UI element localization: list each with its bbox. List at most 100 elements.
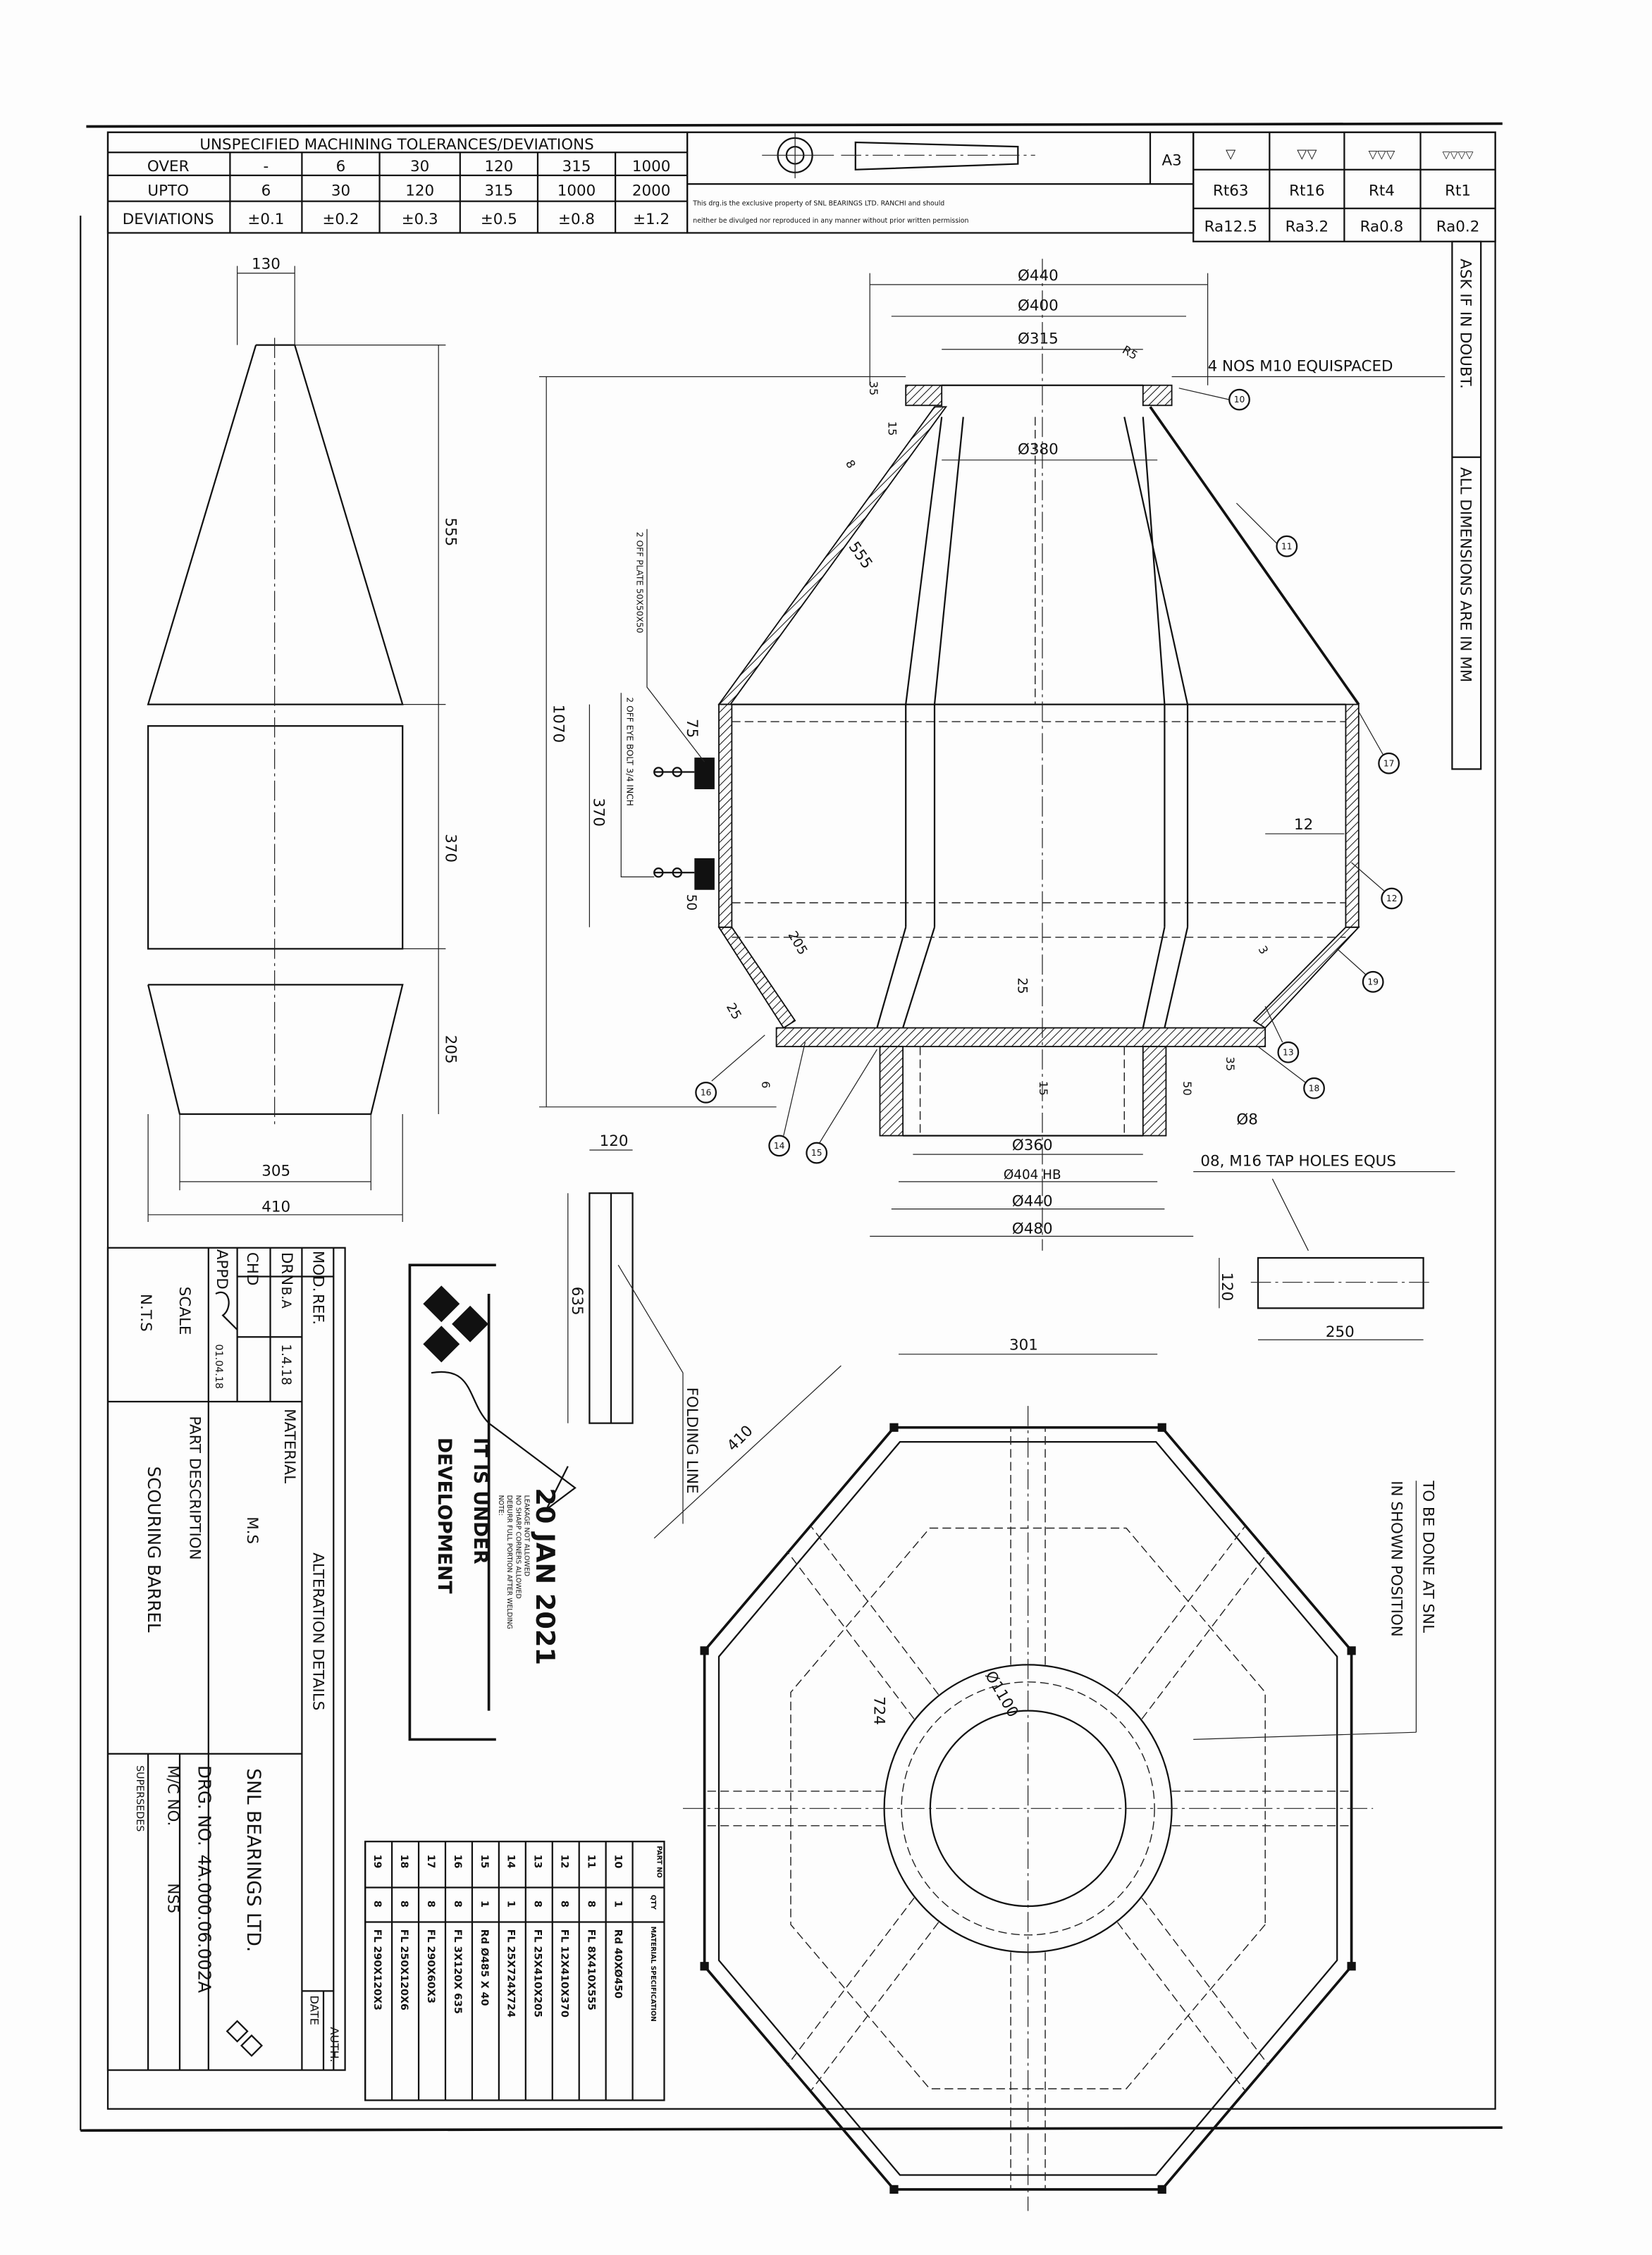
upto-value: 6 [261, 182, 271, 199]
parts-cell: FL 250X120X6 [398, 1929, 409, 2010]
over-value: - [264, 158, 269, 175]
octagon-inner [717, 1440, 1338, 2176]
rt-value: Rt16 [1289, 182, 1325, 199]
mc-no-label: M/C NO. [164, 1765, 182, 1826]
projection-block: A3 This drg.is the exclusive property of… [686, 131, 1195, 234]
dim-cylinder-370: 370 [590, 798, 608, 827]
dim-top-width: 130 [252, 255, 281, 273]
parts-cell: FL 3X120X 635 [452, 1929, 463, 2014]
material-value: M.S [243, 1516, 261, 1544]
tolerance-table: UNSPECIFIED MACHINING TOLERANCES/DEVIATI… [106, 131, 689, 234]
eye-bolt-icon [653, 758, 715, 890]
upto-value: 2000 [632, 182, 670, 199]
scale-value: N.T.S [137, 1294, 154, 1332]
development-stamp: 20 JAN 2021 IT IS UNDER DEVELOPMENT NOTE… [408, 1264, 577, 1741]
corner-weld [1347, 1962, 1356, 1971]
dim-301: 301 [1009, 1337, 1038, 1354]
drn-label: DRN [278, 1252, 295, 1285]
part-balloons: 10 11 17 12 19 13 18 16 14 15 [695, 388, 1403, 1164]
radial-rib [787, 1897, 915, 2066]
snl-logo [226, 2020, 264, 2057]
balloon: 16 [701, 1087, 712, 1097]
parts-cell: 8 [586, 1901, 597, 1908]
drawing-frame [80, 122, 1503, 2132]
part-description: SCOURING BARREL [144, 1466, 164, 1633]
deviation-value: ±0.5 [481, 211, 517, 228]
dimensions-in-mm-note: ALL DIMENSIONS ARE IN MM [1457, 467, 1474, 682]
rt-value: Rt4 [1369, 182, 1395, 199]
section-view: Ø440 Ø400 Ø315 R5 4 NOS M10 EQUISPACED Ø… [538, 259, 1455, 1251]
drawn-by: B.A [278, 1287, 293, 1309]
parts-cell: 8 [559, 1901, 570, 1908]
balloon: 12 [1386, 894, 1398, 903]
upto-value: 1000 [557, 182, 596, 199]
radial-rib [1116, 1922, 1245, 2091]
dim-bottom-height: 205 [441, 1035, 459, 1064]
part-description-label: PART DESCRIPTION [185, 1416, 203, 1559]
balloon: 11 [1281, 541, 1293, 551]
roughness-symbol: ▽▽▽ [1369, 147, 1395, 161]
plate-note: 2 OFF PLATE 50X50X50 [635, 532, 645, 634]
over-value: 30 [410, 158, 429, 175]
folding-line-note: FOLDING LINE [683, 1388, 701, 1494]
dim-25-b: 25 [1014, 977, 1029, 994]
approval-signature [215, 1291, 238, 1330]
dim-d380: Ø380 [1018, 441, 1059, 459]
parts-cell: 8 [398, 1901, 409, 1908]
elevation-view: 130 555 370 205 305 410 [147, 255, 459, 1222]
corner-weld [700, 1962, 709, 1971]
dim-410: 410 [724, 1422, 757, 1455]
dim-cone-height: 555 [441, 517, 459, 546]
parts-cell: 16 [452, 1855, 463, 1869]
strip-length: 635 [568, 1287, 586, 1316]
ref-label: REF. [309, 1294, 327, 1325]
deviations-label: DEVIATIONS [123, 211, 214, 228]
parts-cell: FL 12X410X370 [559, 1929, 570, 2018]
property-notice-line2: neither be divulged nor reproduced in an… [693, 217, 968, 225]
parts-cell: 14 [505, 1855, 517, 1869]
dim-phi8: Ø8 [1236, 1111, 1257, 1128]
balloon: 13 [1283, 1047, 1294, 1057]
radial-rib [1141, 1897, 1270, 2066]
dim-base-width: 305 [261, 1163, 290, 1180]
auth-label: AUTH. [328, 2027, 341, 2062]
dim-d404: Ø404 HB [1004, 1168, 1061, 1182]
dim-724: 724 [870, 1696, 887, 1725]
tolerance-values: - 6 30 120 315 1000 6 30 120 315 1000 20… [247, 158, 670, 228]
appd-label: APPD [213, 1249, 230, 1290]
plan-note-1: TO BE DONE AT SNL [1419, 1480, 1437, 1633]
parts-cell: Rd 40XØ450 [612, 1929, 624, 1998]
alteration-details-label: ALTERATION DETAILS [309, 1552, 327, 1710]
dim-205: 205 [785, 929, 810, 958]
parts-cell: FL 25X724X724 [505, 1929, 517, 2018]
supersedes-label: SUPERSEDES [134, 1765, 145, 1831]
roughness-symbol: ▽ [1226, 147, 1236, 161]
dim-d360: Ø360 [1012, 1137, 1053, 1154]
note-deburr: DEBURR FULL PORTION AFTER WELDING [505, 1495, 513, 1629]
parts-cell: FL 290X120X3 [371, 1929, 383, 2010]
bottom-holes-note: 08, M16 TAP HOLES EQUS [1200, 1152, 1396, 1170]
dim-wall-3: 3 [1256, 944, 1271, 956]
note-sharp-corners: NO SHARP CORNERS ALLOWED [514, 1495, 522, 1599]
over-value: 120 [484, 158, 513, 175]
header-qty: QTY [649, 1895, 657, 1910]
chd-label: CHD [243, 1252, 261, 1286]
parts-cell: 1 [505, 1901, 517, 1908]
parts-cell: 8 [371, 1901, 383, 1908]
balloon: 17 [1383, 758, 1395, 768]
mc-number: NS5 [164, 1883, 182, 1913]
over-value: 6 [336, 158, 346, 175]
corner-weld [1157, 2185, 1166, 2194]
parts-cell: 19 [371, 1855, 383, 1869]
dim-d480: Ø480 [1012, 1220, 1053, 1237]
octagon-hidden [790, 1527, 1266, 2089]
scale-label: SCALE [175, 1287, 193, 1335]
corner-weld [889, 1423, 899, 1432]
snl-logo-stamp [423, 1285, 489, 1363]
dim-d400: Ø400 [1018, 297, 1059, 315]
ra-value: Ra12.5 [1204, 218, 1257, 235]
parts-cell: 18 [398, 1855, 409, 1869]
eye-bolt-note: 2 OFF EYE BOLT 3/4 INCH [624, 697, 634, 805]
balloon: 19 [1367, 977, 1379, 987]
dim-slant-555: 555 [845, 538, 876, 572]
